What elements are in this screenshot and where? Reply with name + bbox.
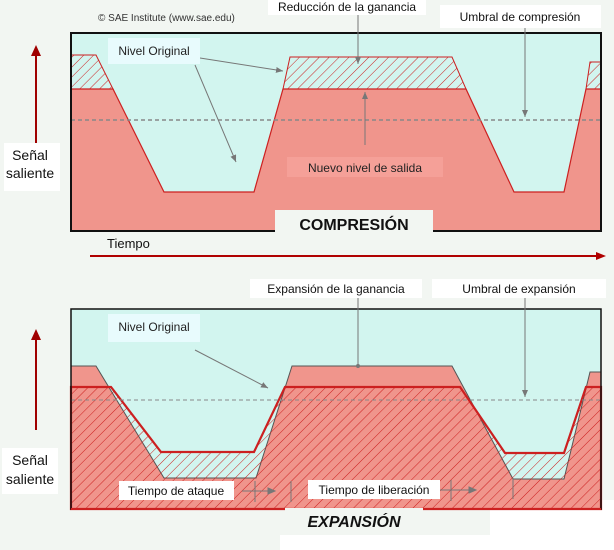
expansion-y-label-1: Señal [12, 452, 48, 468]
time-label: Tiempo [107, 236, 150, 251]
original-level-label: Nivel Original [118, 44, 189, 58]
expansion-panel: Expansión de la ganancia Umbral de expan… [2, 279, 606, 532]
gain-reduction-label: Reducción de la ganancia [278, 0, 416, 14]
copyright-text: © SAE Institute (www.sae.edu) [98, 13, 235, 24]
expansion-y-label-2: saliente [6, 471, 54, 487]
expansion-original-label: Nivel Original [118, 320, 189, 334]
compression-panel: Reducción de la ganancia Umbral de compr… [4, 0, 602, 234]
expansion-title: EXPANSIÓN [307, 512, 401, 531]
compression-y-label-2: saliente [6, 165, 54, 181]
compression-title: COMPRESIÓN [299, 215, 408, 234]
expansion-threshold-label: Umbral de expansión [462, 282, 575, 296]
expansion-original-arrow [194, 349, 269, 389]
compression-y-label-1: Señal [12, 147, 48, 163]
original-level-arrow [199, 57, 284, 73]
original-level-arrow-2 [194, 64, 237, 163]
release-time-marker [440, 478, 514, 501]
attack-time-label: Tiempo de ataque [128, 484, 225, 498]
release-time-label: Tiempo de liberación [319, 483, 430, 497]
gain-reduction-hatch [70, 54, 602, 90]
attack-time-marker [242, 481, 292, 502]
new-output-level-label: Nuevo nivel de salida [308, 161, 422, 175]
compression-threshold-label: Umbral de compresión [460, 10, 581, 24]
gain-expansion-label: Expansión de la ganancia [267, 282, 405, 296]
